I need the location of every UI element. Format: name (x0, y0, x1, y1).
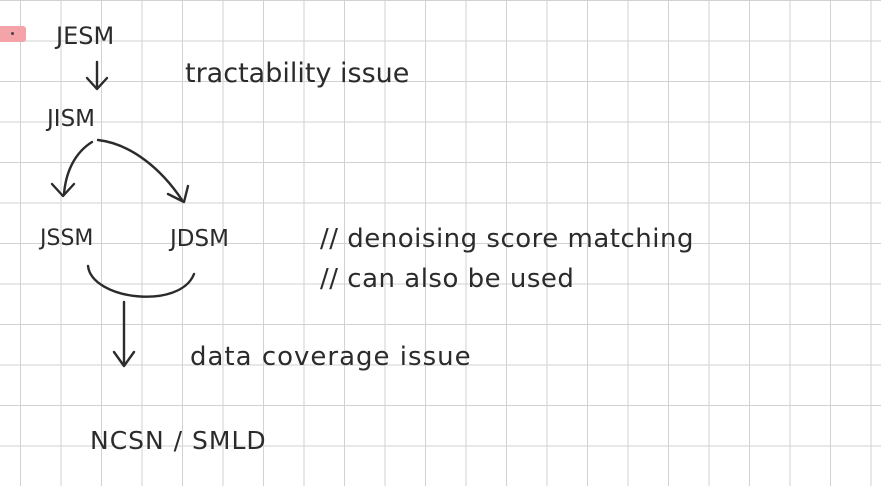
note-ncsn-smld: NCSN / SMLD (90, 426, 267, 455)
arrow-branch-right (96, 138, 190, 204)
note-jism: JISM (47, 106, 96, 132)
marker-dot (11, 32, 14, 35)
note-jdsm: JDSM (170, 226, 229, 252)
note-can-also-be-used: // can also be used (320, 264, 575, 294)
section-marker[interactable] (0, 26, 26, 42)
arrow-branch-left (50, 140, 94, 198)
note-jssm: JSSM (40, 226, 94, 251)
note-tractability-issue: tractability issue (185, 58, 410, 89)
arrow-down-1 (85, 60, 109, 91)
merge-curve (86, 264, 196, 368)
note-jesm: JESM (56, 22, 115, 50)
note-data-coverage-issue: data coverage issue (190, 342, 472, 372)
note-denoising-comment: // denoising score matching (320, 224, 694, 254)
